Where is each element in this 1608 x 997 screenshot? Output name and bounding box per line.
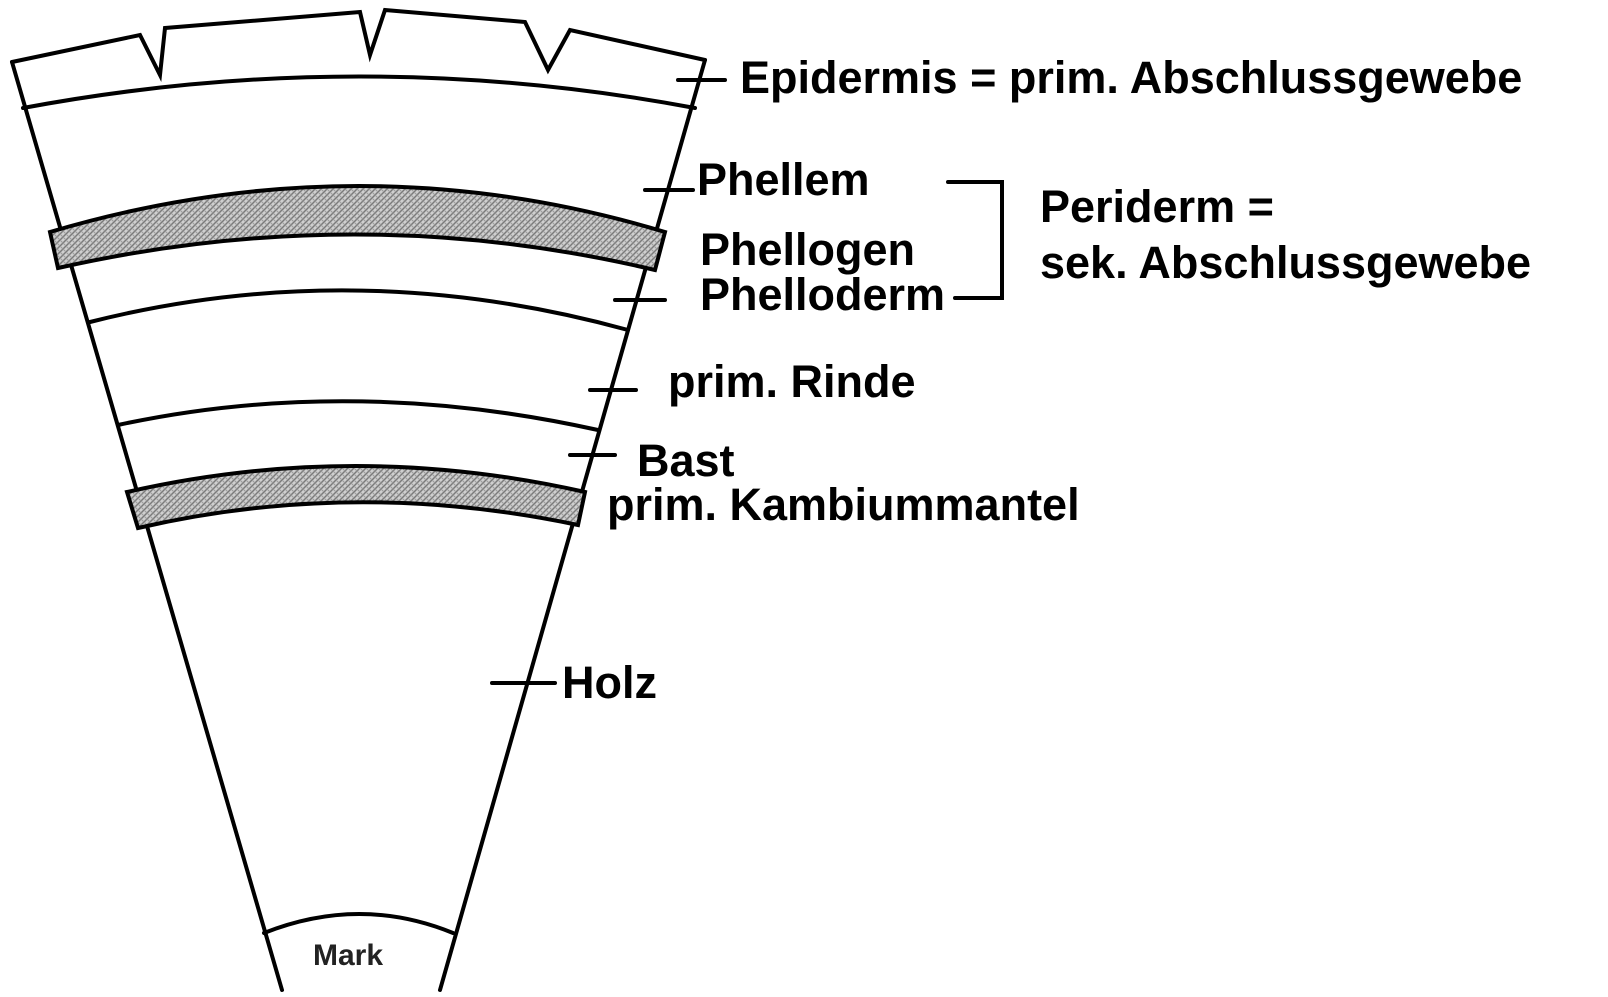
phellogen-label: Phellogen [700, 224, 915, 275]
periderm-label-line2: sek. Abschlussgewebe [1040, 237, 1531, 288]
mark-label: Mark [313, 939, 383, 972]
epidermis-cells-outline [12, 10, 705, 75]
phelloderm-boundary [90, 290, 628, 330]
kambium-band [127, 466, 585, 528]
epidermis-inner-boundary [23, 77, 695, 109]
holz-label: Holz [562, 657, 657, 708]
rinde-boundary [118, 401, 598, 430]
periderm-bracket [948, 182, 1002, 298]
rinde-label: prim. Rinde [668, 356, 916, 407]
kambium-label: prim. Kambiummantel [607, 479, 1080, 530]
epidermis-label: Epidermis = prim. Abschlussgewebe [740, 52, 1522, 103]
mark-boundary [264, 914, 453, 933]
periderm-label-line1: Periderm = [1040, 181, 1274, 232]
phelloderm-label: Phelloderm [700, 269, 945, 320]
phellogen-band [50, 186, 665, 270]
phellem-label: Phellem [697, 154, 870, 205]
